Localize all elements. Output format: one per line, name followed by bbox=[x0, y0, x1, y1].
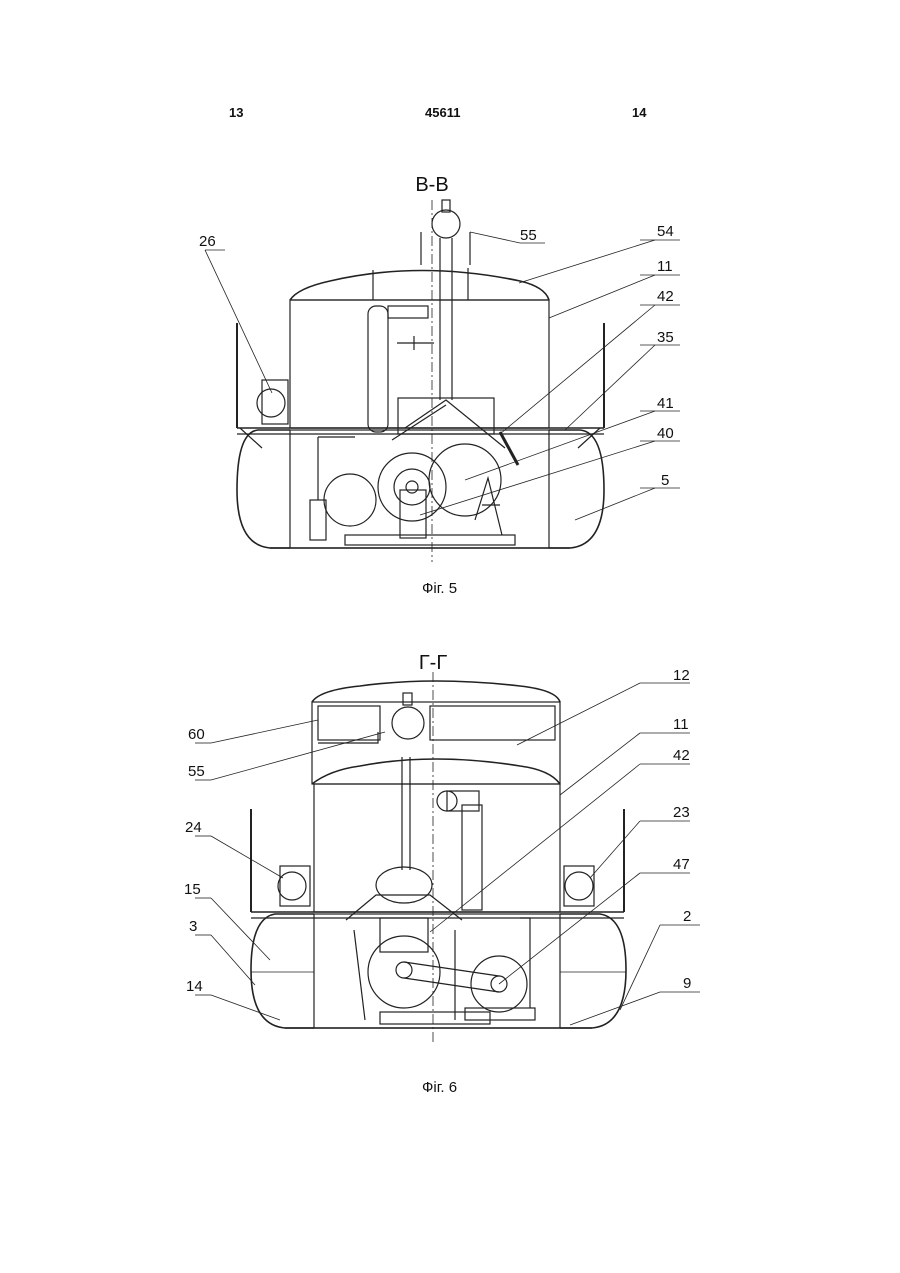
engine-arm-left bbox=[392, 405, 446, 440]
engine-vee bbox=[346, 895, 462, 920]
right-page-number: 14 bbox=[632, 105, 646, 120]
callout-26: 26 bbox=[199, 233, 216, 250]
generator-shaft bbox=[396, 962, 412, 978]
callout-47: 47 bbox=[673, 856, 690, 873]
callout-24: 24 bbox=[185, 819, 202, 836]
callout-42: 42 bbox=[673, 747, 690, 764]
generator-40 bbox=[378, 453, 446, 521]
callout-41: 41 bbox=[657, 395, 674, 412]
callout-9: 9 bbox=[683, 975, 691, 992]
callout-15: 15 bbox=[184, 881, 201, 898]
upper-roof bbox=[312, 681, 560, 702]
tank-23 bbox=[565, 872, 593, 900]
callout-12: 12 bbox=[673, 667, 690, 684]
callout-60: 60 bbox=[188, 726, 205, 743]
left-pontoon-15 bbox=[251, 914, 314, 1028]
callout-5: 5 bbox=[661, 472, 669, 489]
callout-55: 55 bbox=[520, 227, 537, 244]
right-pontoon-5 bbox=[549, 430, 604, 548]
engine-block-42 bbox=[380, 918, 428, 952]
callout-2: 2 bbox=[683, 908, 691, 925]
figure-6-caption: Фіг. 6 bbox=[422, 1079, 457, 1096]
figure-5-drawing: В-В bbox=[0, 160, 900, 610]
engine-bed bbox=[345, 535, 515, 545]
callout-14: 14 bbox=[186, 978, 203, 995]
mid-arch bbox=[312, 759, 560, 784]
engine-dome bbox=[376, 867, 432, 903]
figure-5-caption: Фіг. 5 bbox=[422, 580, 457, 597]
cabin-11 bbox=[290, 300, 549, 428]
callout-55: 55 bbox=[188, 763, 205, 780]
tank-26-housing bbox=[262, 380, 288, 424]
left-page-number: 13 bbox=[229, 105, 243, 120]
fan-cap bbox=[403, 693, 412, 705]
fan-55 bbox=[432, 210, 460, 238]
callout-35: 35 bbox=[657, 329, 674, 346]
exhaust-pipe bbox=[462, 805, 482, 910]
engine-vee bbox=[405, 400, 505, 448]
generator-shaft bbox=[406, 481, 418, 493]
duct-55 bbox=[318, 732, 378, 743]
pump-base bbox=[465, 1008, 535, 1020]
right-pontoon-2 bbox=[560, 914, 626, 1028]
engine-bed bbox=[380, 1012, 490, 1024]
callout-3: 3 bbox=[189, 918, 197, 935]
tank-24 bbox=[278, 872, 306, 900]
figure-6-section-label: Г-Г bbox=[419, 652, 447, 674]
exhaust-elbow bbox=[388, 306, 428, 318]
deck-braces bbox=[240, 428, 600, 448]
tank-26 bbox=[257, 389, 285, 417]
patent-number: 45611 bbox=[425, 105, 460, 120]
fan-55 bbox=[392, 707, 424, 739]
belt-top bbox=[404, 962, 499, 976]
callout-11: 11 bbox=[673, 716, 689, 733]
figure-5-section-label: В-В bbox=[415, 174, 448, 196]
generator bbox=[368, 936, 440, 1008]
exhaust-cap bbox=[447, 791, 479, 811]
figure-5-leaders bbox=[205, 232, 680, 520]
generator-hub bbox=[394, 469, 430, 505]
exhaust-pipe bbox=[368, 306, 388, 432]
callout-23: 23 bbox=[673, 804, 690, 821]
box-60 bbox=[318, 706, 380, 740]
filter bbox=[310, 500, 326, 540]
left-pontoon bbox=[237, 430, 290, 548]
belt-bottom bbox=[404, 978, 499, 992]
callout-40: 40 bbox=[657, 425, 674, 442]
compressor bbox=[324, 474, 376, 526]
figure-6-drawing: Г-Г bbox=[0, 640, 900, 1070]
callout-54: 54 bbox=[657, 223, 674, 240]
callout-42: 42 bbox=[657, 288, 674, 305]
hull-body bbox=[314, 914, 560, 1028]
callout-11: 11 bbox=[657, 258, 673, 275]
roof-54 bbox=[290, 271, 549, 301]
engine-arm-right bbox=[500, 432, 518, 465]
